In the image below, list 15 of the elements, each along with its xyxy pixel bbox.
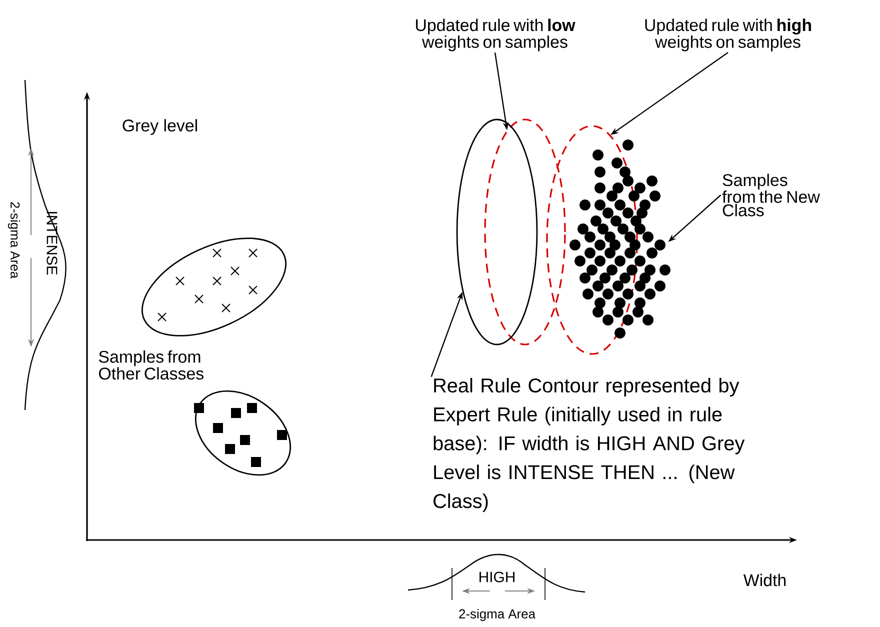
dashed-rule-ellipse	[484, 118, 566, 346]
dot-cluster	[570, 140, 670, 338]
dashed-rule-ellipse	[546, 125, 638, 355]
annotation-text: Samples from Other Classes	[98, 350, 204, 380]
range-label: HIGH	[480, 572, 514, 582]
axis-label: Width	[743, 574, 786, 586]
range-label: INTENSE	[46, 212, 58, 275]
annotation-text: Real Rule Contour represented by Expert Rule (initially used in rule base): IF width is HIGH AND Grey Level is INTENSE THEN ... (New Class)	[434, 378, 745, 512]
axis-label: Grey level	[122, 119, 197, 135]
axis-range-label: 2-sigma Area	[8, 202, 20, 278]
annotation-text: Updated rule with low weights on samples	[416, 18, 576, 52]
axis-range-label: 2-sigma Area	[459, 608, 536, 622]
rule-ellipse	[456, 118, 538, 346]
annotation-text: Samples from the New Class	[722, 174, 820, 216]
annotation-text: Updated rule with high weights on samples	[645, 18, 811, 52]
